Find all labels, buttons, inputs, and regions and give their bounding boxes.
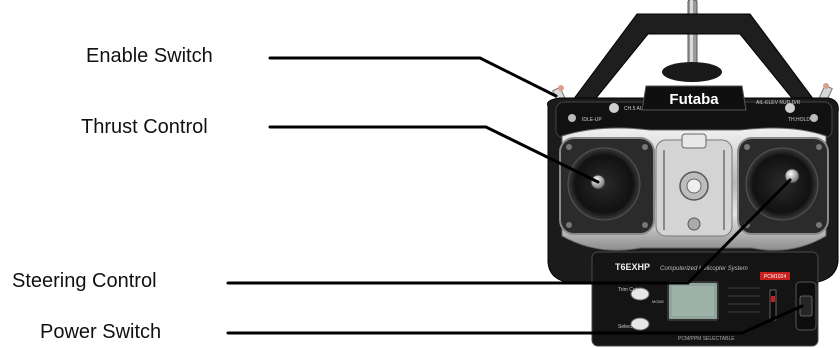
side-slider <box>770 290 776 320</box>
pcm-badge-text: PCM1024 <box>764 274 786 280</box>
dr-text: AIL-ELEV RUD D/R <box>756 100 801 106</box>
center-badge <box>682 134 706 148</box>
idle-up-text: IDLE-UP <box>582 117 602 123</box>
mode-text: MODE <box>652 299 664 304</box>
center-lower-knob <box>688 218 700 230</box>
th-hold-text: TH.HOLD <box>788 117 810 123</box>
left-gimbal <box>560 138 654 234</box>
trim-cut-text: Trim Cut <box>618 287 638 293</box>
antenna-base <box>662 62 722 82</box>
model-text: T6EXHP <box>615 262 650 272</box>
th-hold-knob <box>810 114 818 122</box>
select-button <box>631 318 649 330</box>
select-text: Select <box>618 324 633 330</box>
enable-switch-leader <box>270 58 556 96</box>
ch5-switch <box>609 103 619 113</box>
bottom-text: PCM/PPM SELECTABLE <box>678 336 735 342</box>
brand-logo: Futaba <box>669 91 719 108</box>
idle-up-switch <box>568 114 576 122</box>
